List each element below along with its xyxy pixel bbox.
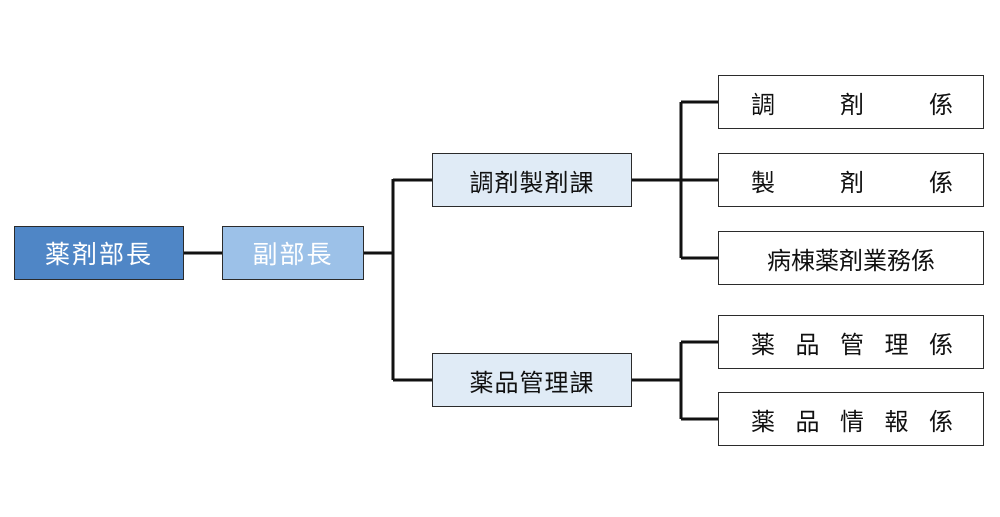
unit-char: 情 [840, 407, 864, 436]
unit-char: 管 [840, 330, 864, 359]
unit-label: 病棟薬剤業務係 [767, 246, 935, 275]
unit-char: 品 [795, 407, 820, 436]
unit-char: 品 [795, 330, 820, 359]
deputy-label: 副部長 [252, 240, 334, 269]
section-label: 調剤製剤課 [469, 168, 595, 197]
unit-preparation-box: 製 剤 係 [718, 153, 984, 207]
unit-drug-management-box: 薬 品 管 理 係 [718, 315, 984, 369]
section-dispensing-box: 調剤製剤課 [432, 153, 632, 207]
unit-char: 理 [884, 330, 909, 359]
unit-char: 剤 [840, 90, 864, 119]
unit-char: 係 [929, 90, 953, 119]
unit-ward-pharmacy-box: 病棟薬剤業務係 [718, 231, 984, 285]
unit-dispensing-box: 調 剤 係 [718, 75, 984, 129]
unit-char: 薬 [751, 407, 775, 436]
unit-char: 報 [884, 407, 909, 436]
director-box: 薬剤部長 [14, 226, 184, 280]
unit-char: 薬 [751, 330, 775, 359]
unit-char: 製 [751, 168, 775, 197]
unit-char: 係 [929, 330, 953, 359]
unit-char: 調 [751, 90, 775, 119]
unit-char: 剤 [840, 168, 864, 197]
deputy-box: 副部長 [222, 226, 364, 280]
director-label: 薬剤部長 [44, 240, 153, 269]
section-label: 薬品管理課 [469, 368, 595, 397]
unit-char: 係 [929, 407, 953, 436]
section-drug-management-box: 薬品管理課 [432, 353, 632, 407]
unit-char: 係 [929, 168, 953, 197]
unit-drug-information-box: 薬 品 情 報 係 [718, 392, 984, 446]
